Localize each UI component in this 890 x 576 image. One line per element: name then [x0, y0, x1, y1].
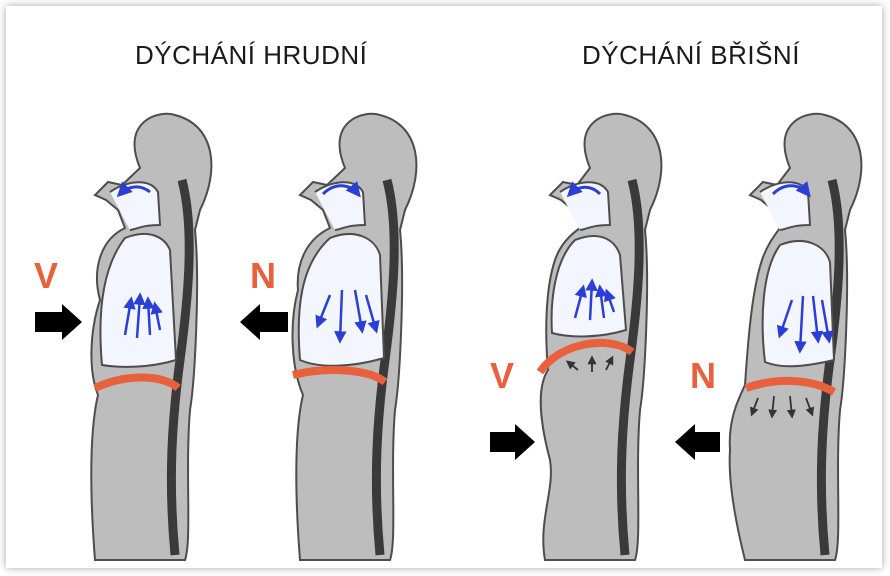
airway [110, 182, 160, 230]
push-arrow [490, 424, 535, 460]
push-arrow [240, 304, 288, 340]
figure-abdominal-exhale [675, 114, 861, 560]
figure-thoracic-exhale [240, 114, 416, 560]
figure-thoracic-inhale [35, 114, 211, 560]
figure-abdominal-inhale [490, 114, 661, 560]
push-arrow [35, 304, 82, 340]
push-arrow [675, 424, 720, 460]
body-silhouette [541, 114, 662, 560]
airway [560, 182, 610, 230]
airway [315, 182, 365, 230]
